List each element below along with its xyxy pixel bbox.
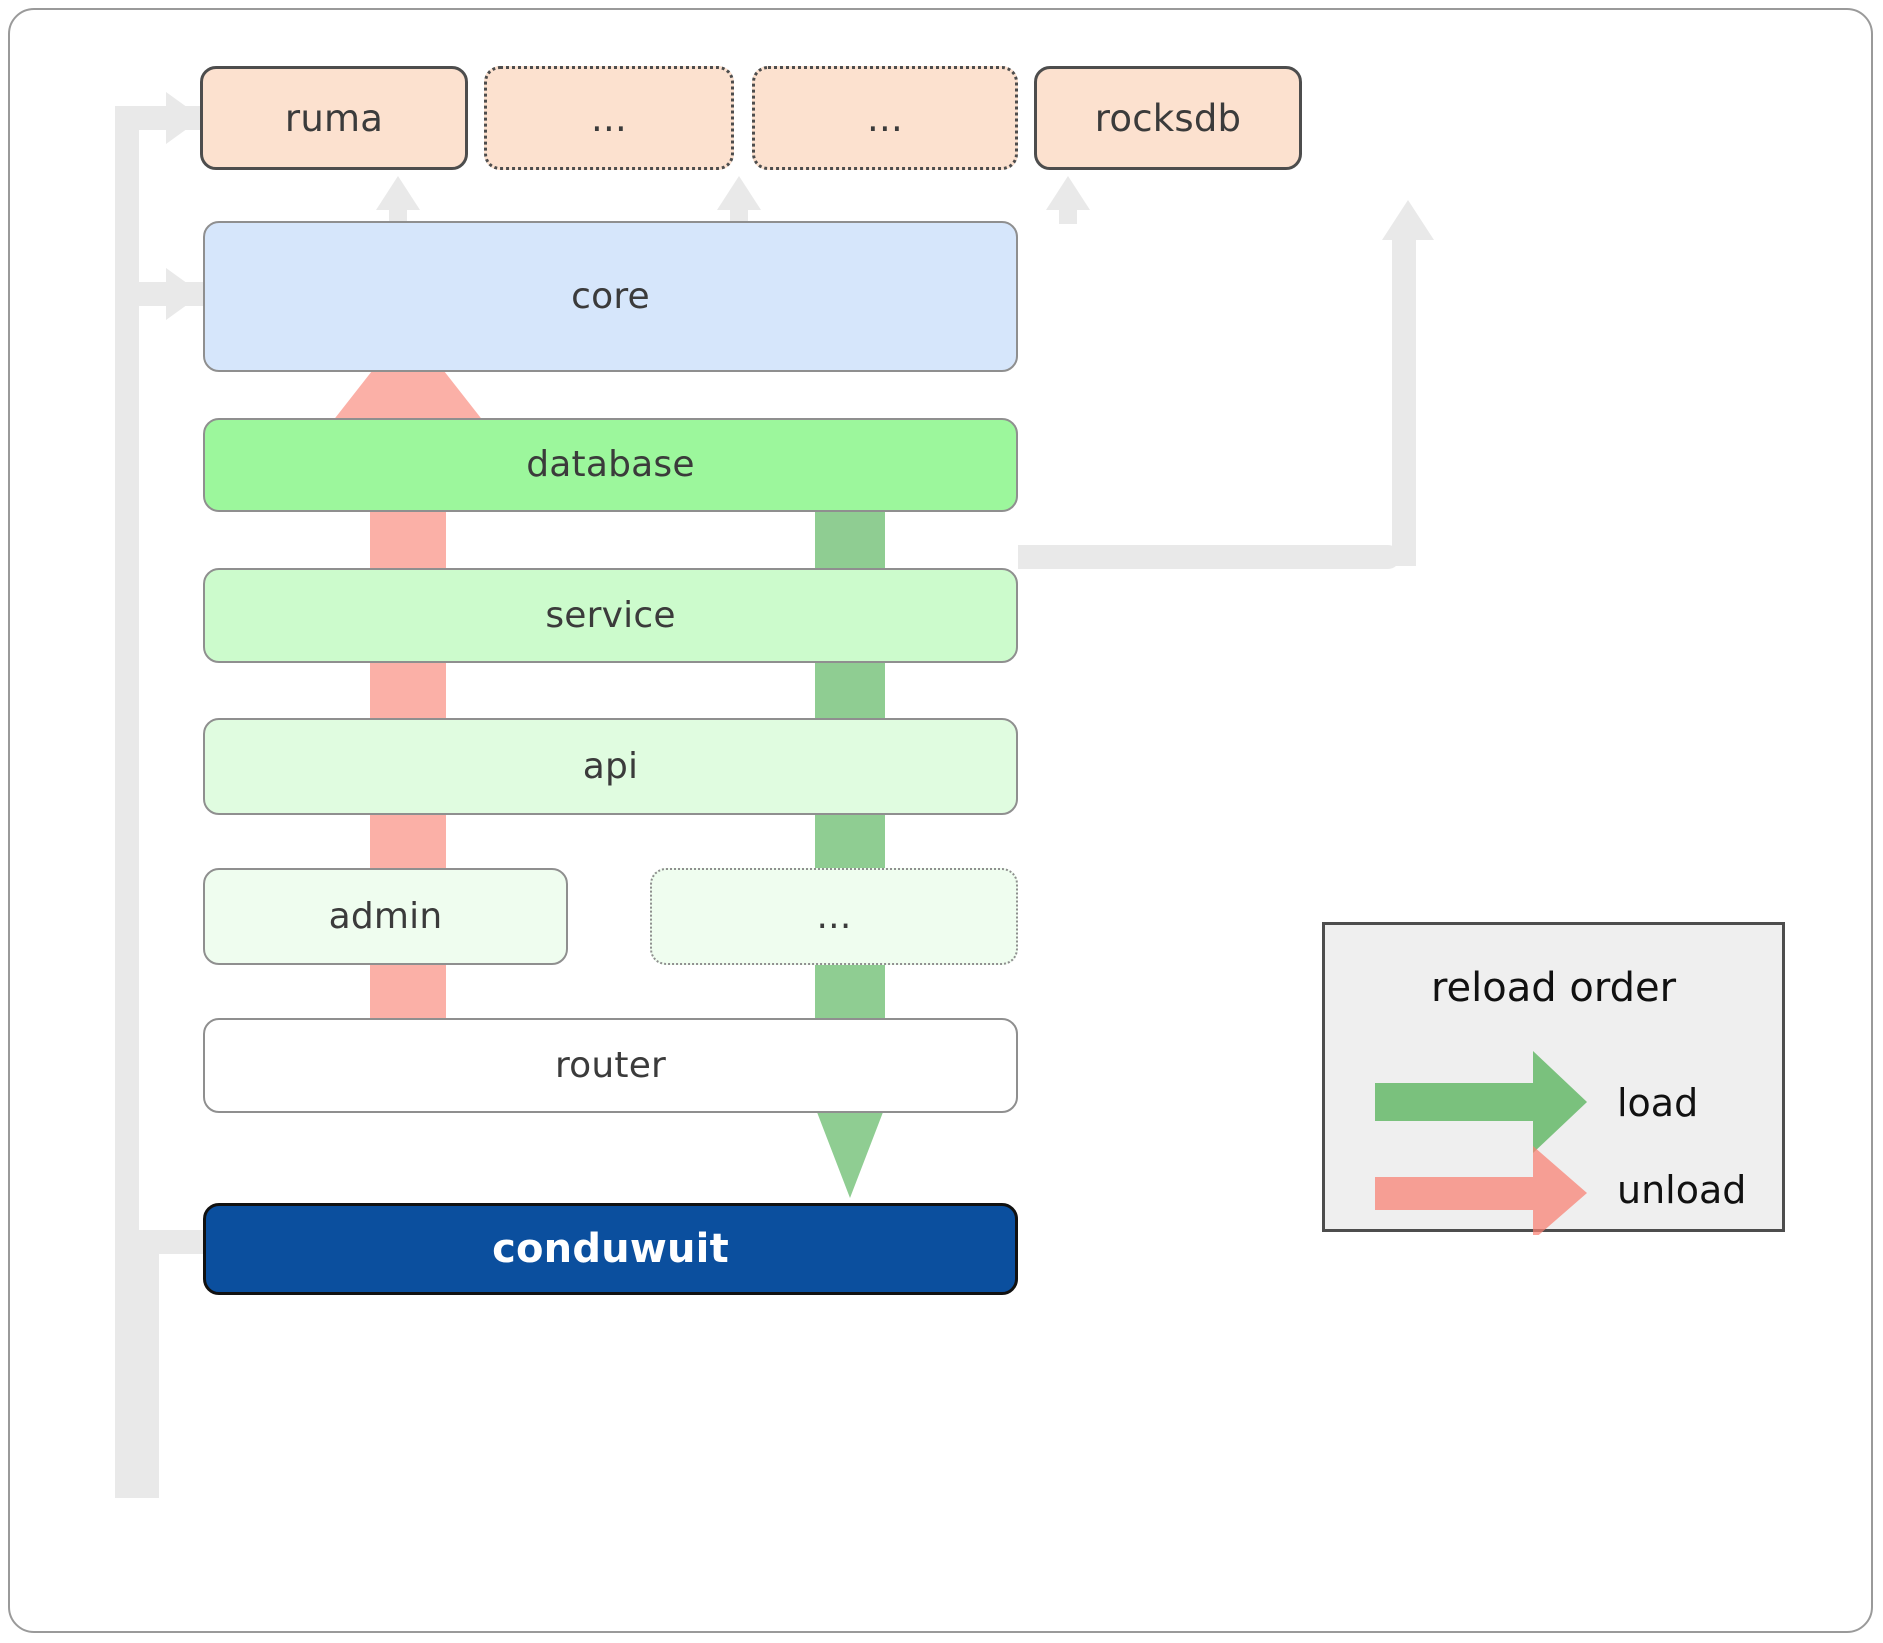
connector-rail-vertical-outer [115, 118, 139, 1498]
database-to-rocksdb-arrowhead [1382, 200, 1434, 240]
crate-box-service[interactable]: service [203, 568, 1018, 663]
legend-panel: reload order load unload [1322, 922, 1785, 1235]
connector-rail-mask [139, 130, 159, 282]
crate-label-api: api [582, 745, 639, 787]
dependency-label-rocksdb: rocksdb [1094, 96, 1242, 140]
legend-unload-arrow [1375, 1146, 1587, 1235]
legend-label-load: load [1617, 1081, 1699, 1125]
legend-label-unload: unload [1617, 1168, 1747, 1212]
connector-rail-mask2 [139, 306, 159, 1230]
crate-box-admin[interactable]: admin [203, 868, 568, 965]
crate-label-database: database [526, 444, 695, 485]
database-to-rocksdb-vertical [1392, 236, 1416, 566]
crate-box-api[interactable]: api [203, 718, 1018, 815]
database-to-rocksdb-horizontal [1018, 545, 1400, 569]
crate-box-database[interactable]: database [203, 418, 1018, 512]
dependency-label-placeholder-1: ... [591, 96, 627, 140]
dependency-box-rocksdb[interactable]: rocksdb [1034, 66, 1302, 170]
crate-label-admin: admin [328, 895, 443, 937]
binary-box-conduwuit[interactable]: conduwuit [203, 1203, 1018, 1295]
crate-label-placeholder: ... [816, 895, 852, 937]
crate-box-core[interactable]: core [203, 221, 1018, 372]
connector-to-ruma-arrowhead [166, 92, 202, 144]
connector-to-core-arrowhead [166, 268, 202, 320]
crate-label-core: core [571, 275, 650, 317]
dependency-box-placeholder-2[interactable]: ... [752, 66, 1018, 170]
dependency-box-placeholder-1[interactable]: ... [484, 66, 734, 170]
dependency-label-ruma: ruma [284, 96, 384, 140]
crate-label-router: router [554, 1044, 667, 1086]
legend-title: reload order [1430, 965, 1677, 1011]
binary-label-conduwuit: conduwuit [492, 1226, 729, 1272]
core-to-dep2-arrowhead [717, 176, 761, 210]
legend-arrows [1375, 1051, 1587, 1235]
crate-box-router[interactable]: router [203, 1018, 1018, 1113]
crate-label-service: service [545, 594, 676, 636]
core-to-ruma-arrowhead [376, 176, 420, 210]
dependency-label-placeholder-2: ... [867, 96, 903, 140]
legend-load-arrow [1375, 1051, 1587, 1153]
dependency-box-ruma[interactable]: ruma [200, 66, 468, 170]
core-to-dep3-arrowhead [1046, 176, 1090, 210]
crate-box-placeholder[interactable]: ... [650, 868, 1018, 965]
